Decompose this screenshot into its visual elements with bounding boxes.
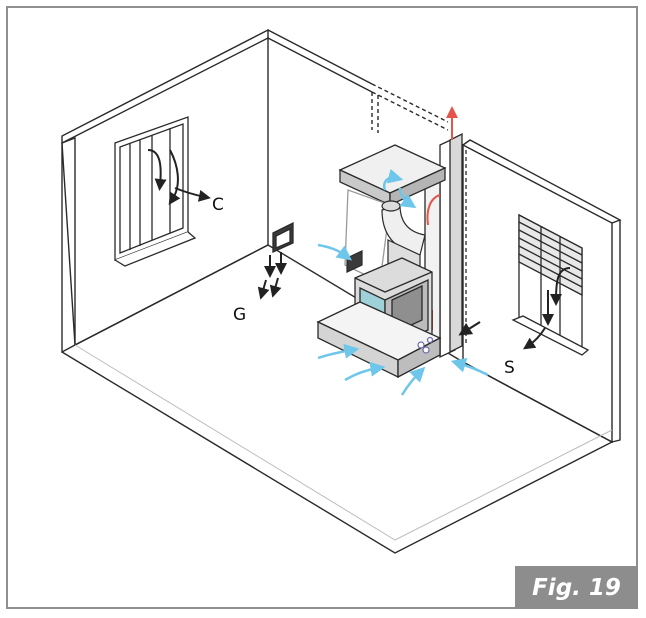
air-intake-arrows [317,168,489,396]
outside-air-inlet [458,321,481,336]
grille-vent [272,221,294,254]
left-window [114,116,197,267]
right-window [511,213,590,356]
label-c: C [212,195,224,215]
label-g: G [233,305,246,325]
connection-fittings [417,336,434,354]
left-window-airflow [147,149,211,205]
figure-label-badge: Fig. 19 [515,566,638,609]
grille-airflow [257,252,287,300]
label-s: S [504,358,515,378]
right-window-airflow [523,267,571,350]
